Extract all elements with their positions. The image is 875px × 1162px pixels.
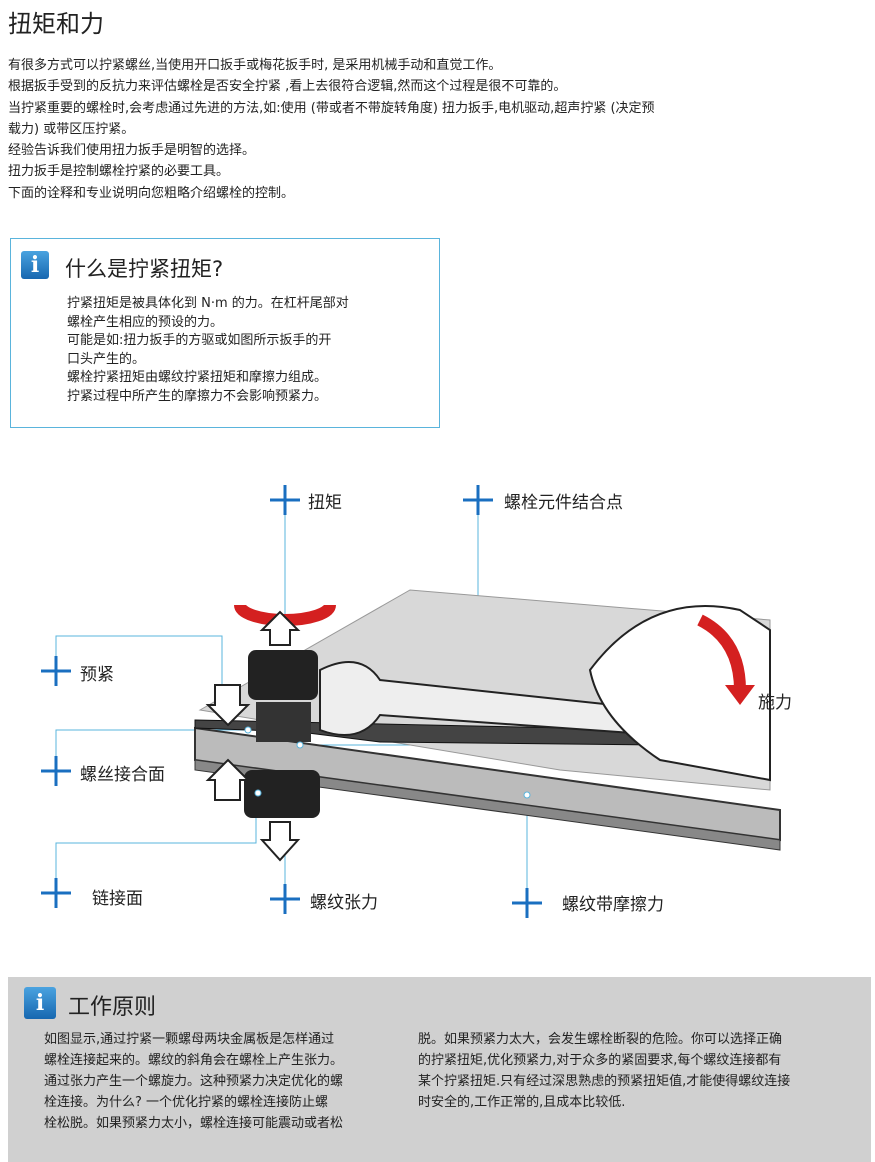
force-arrow-icon	[725, 685, 755, 705]
label-joint-point: 螺栓元件结合点	[504, 493, 623, 513]
info-line: 拧紧扭矩是被具体化到 N·m 的力。在杠杆尾部对	[67, 296, 349, 311]
intro-text: 有很多方式可以拧紧螺丝,当使用开口扳手或梅花扳手时, 是采用机械手动和直觉工作。…	[8, 55, 768, 204]
label-preload: 预紧	[80, 665, 114, 685]
info-line: 口头产生的。	[67, 351, 146, 367]
label-thread-friction: 螺纹带摩擦力	[562, 895, 664, 915]
intro-line: 当拧紧重要的螺栓时,会考虑通过先进的方法,如:使用 (带或者不带旋转角度) 扭力…	[8, 100, 655, 116]
wrench-bolt-illustration	[41, 485, 781, 918]
principle-line: 某个拧紧扭矩.只有经过深思熟虑的预紧扭矩值,才能使得螺纹连接	[418, 1074, 791, 1089]
info-line: 可能是如:扭力扳手的方驱或如图所示扳手的开	[67, 333, 332, 348]
info-icon: i	[21, 251, 49, 279]
label-thread-face: 螺丝接合面	[80, 765, 165, 785]
principle-line: 的拧紧扭矩,优化预紧力,对于众多的紧固要求,每个螺纹连接都有	[418, 1053, 782, 1068]
bolt-diagram: 扭矩 螺栓元件结合点 预紧 施力 螺丝接合面 链接面 螺纹张力 螺纹带摩擦力	[0, 470, 875, 930]
intro-line: 经验告诉我们使用扭力扳手是明智的选择。	[8, 143, 256, 159]
principle-left-column: 如图显示,通过拧紧一颗螺母两块金属板是怎样通过 螺栓连接起来的。螺纹的斜角会在螺…	[44, 1029, 404, 1134]
intro-line: 下面的诠释和专业说明向您粗略介绍螺栓的控制。	[8, 185, 295, 201]
label-torque: 扭矩	[308, 493, 342, 513]
info-box: i 什么是拧紧扭矩? 拧紧扭矩是被具体化到 N·m 的力。在杠杆尾部对 螺栓产生…	[10, 238, 440, 428]
principle-right-column: 脱。如果预紧力太大，会发生螺栓断裂的危险。你可以选择正确 的拧紧扭矩,优化预紧力…	[418, 1029, 868, 1113]
principle-line: 脱。如果预紧力太大，会发生螺栓断裂的危险。你可以选择正确	[418, 1032, 783, 1047]
intro-line: 载力) 或带区压拧紧。	[8, 121, 135, 137]
principle-line: 栓连接。为什么? 一个优化拧紧的螺栓连接防止螺	[44, 1095, 329, 1110]
principle-line: 时安全的,工作正常的,且成本比较低.	[418, 1095, 626, 1110]
intro-line: 有很多方式可以拧紧螺丝,当使用开口扳手或梅花扳手时, 是采用机械手动和直觉工作。	[8, 58, 502, 73]
label-thread-tension: 螺纹张力	[310, 893, 378, 913]
intro-line: 根据扳手受到的反抗力来评估螺栓是否安全拧紧 ,看上去很符合逻辑,然而这个过程是很…	[8, 79, 567, 95]
principle-line: 通过张力产生一个螺旋力。这种预紧力决定优化的螺	[44, 1074, 344, 1089]
principle-line: 螺栓连接起来的。螺纹的斜角会在螺栓上产生张力。	[44, 1053, 344, 1068]
label-link-face: 链接面	[92, 889, 143, 909]
principle-line: 栓松脱。如果预紧力太小，螺栓连接可能震动或者松	[44, 1116, 344, 1131]
info-heading: 什么是拧紧扭矩?	[65, 257, 224, 281]
info-icon: i	[24, 987, 56, 1019]
info-line: 拧紧过程中所产生的摩擦力不会影响预紧力。	[67, 388, 328, 404]
intro-line: 扭力扳手是控制螺栓拧紧的必要工具。	[8, 164, 230, 180]
plus-markers	[41, 485, 542, 918]
info-body: 拧紧扭矩是被具体化到 N·m 的力。在杠杆尾部对 螺栓产生相应的预设的力。 可能…	[67, 295, 349, 406]
info-line: 螺栓拧紧扭矩由螺纹拧紧扭矩和摩擦力组成。	[67, 370, 328, 385]
principle-section: i 工作原则 如图显示,通过拧紧一颗螺母两块金属板是怎样通过 螺栓连接起来的。螺…	[8, 977, 871, 1162]
label-force: 施力	[758, 693, 792, 713]
page-title: 扭矩和力	[8, 10, 104, 38]
info-line: 螺栓产生相应的预设的力。	[67, 314, 224, 330]
principle-line: 如图显示,通过拧紧一颗螺母两块金属板是怎样通过	[44, 1032, 335, 1047]
principle-heading: 工作原则	[68, 995, 157, 1020]
